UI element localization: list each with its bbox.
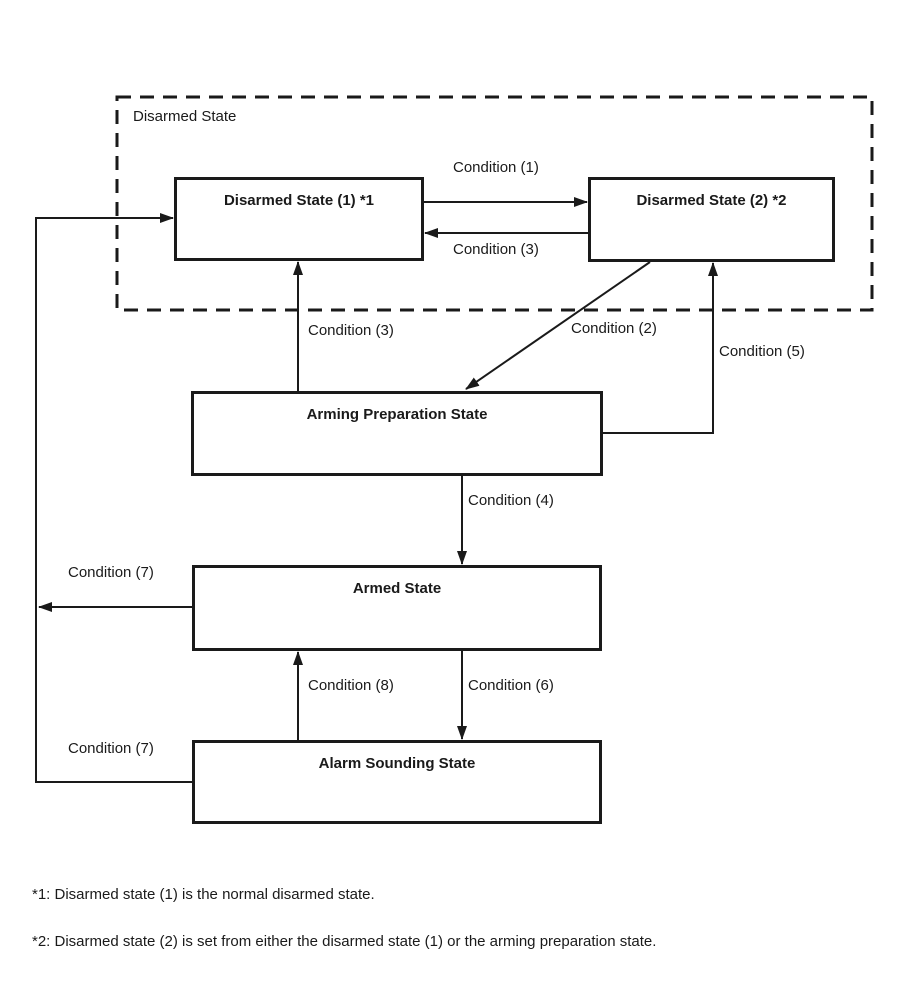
label-condition-4: Condition (4) [468,492,554,510]
label-condition-3-top: Condition (3) [453,241,539,259]
label-condition-1: Condition (1) [453,159,539,177]
label-condition-2: Condition (2) [571,320,657,338]
footnote-2: *2: Disarmed state (2) is set from eithe… [32,933,657,950]
label-condition-6: Condition (6) [468,677,554,695]
footnote-1: *1: Disarmed state (1) is the normal dis… [32,886,375,903]
arrow-condition-2 [465,261,651,390]
label-condition-8: Condition (8) [308,677,394,695]
state-box-disarmed-1: Disarmed State (1) *1 [174,177,424,261]
disarmed-region-label: Disarmed State [133,108,237,125]
label-condition-7-armed: Condition (7) [68,564,154,582]
label-condition-5: Condition (5) [719,343,805,361]
state-box-arming-preparation: Arming Preparation State [191,391,603,476]
state-box-alarm-sounding: Alarm Sounding State [192,740,602,824]
label-condition-3-mid: Condition (3) [308,322,394,340]
arrow-condition-5 [603,262,718,434]
state-box-disarmed-2: Disarmed State (2) *2 [588,177,835,262]
arrow-condition-7-loop [35,213,192,783]
label-condition-7-alarm: Condition (7) [68,740,154,758]
disarmed-region-dashed-border [115,95,874,312]
state-box-armed: Armed State [192,565,602,651]
